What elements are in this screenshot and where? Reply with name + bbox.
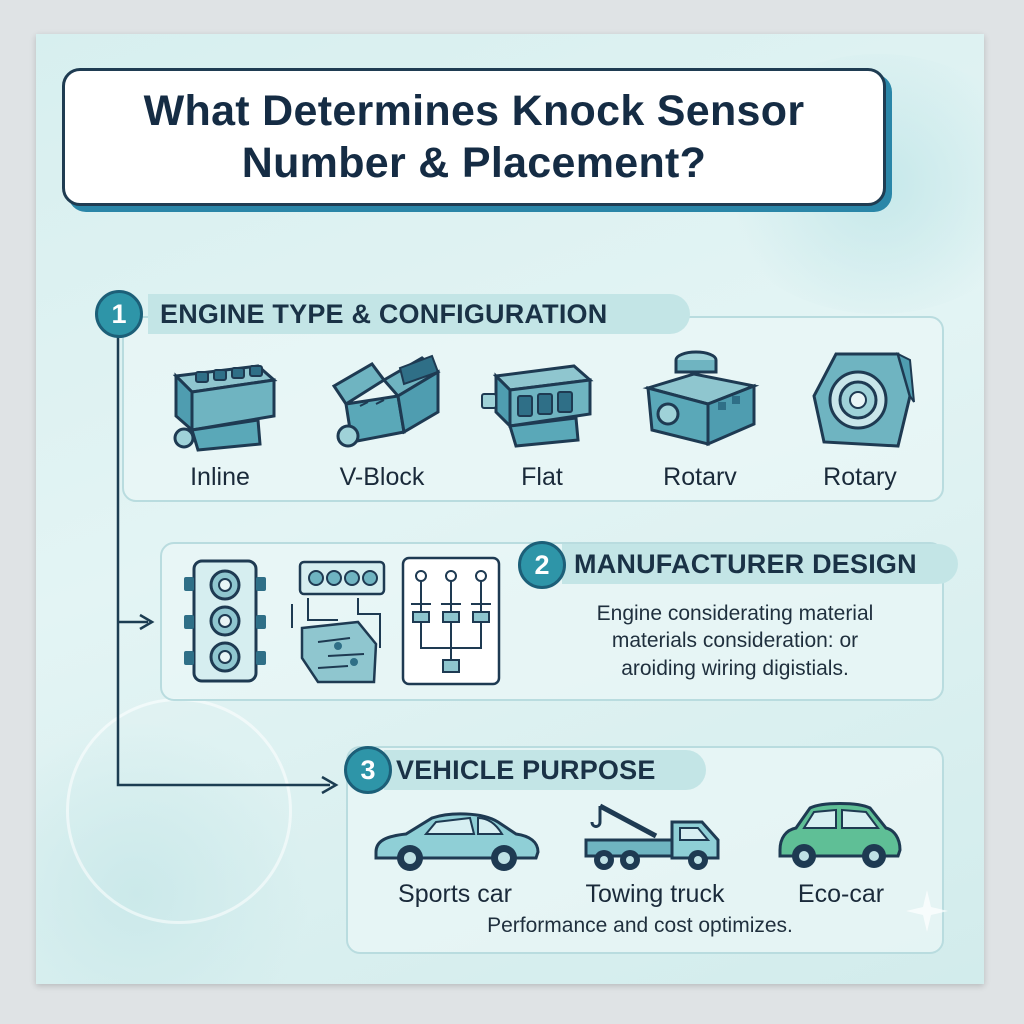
flat-engine-icon	[481, 364, 594, 448]
section2-description: Engine considerating material materials …	[540, 600, 930, 682]
engine-label-v-block: V-Block	[339, 463, 425, 491]
engine-label-inline: Inline	[190, 463, 250, 491]
section1-heading-text: ENGINE TYPE & CONFIGURATION	[160, 298, 608, 329]
section2-desc-line-3: aroiding wiring digistials.	[621, 656, 849, 680]
section2-desc-line-2: materials consideration: or	[611, 629, 859, 653]
vehicle-label-eco-car: Eco-car	[797, 880, 885, 908]
section2-badge: 2	[518, 541, 566, 589]
inline-engine-icon	[172, 364, 278, 452]
v-block-engine-icon	[331, 354, 441, 448]
sparkle-icon	[906, 890, 948, 932]
eco-car-icon	[778, 802, 902, 868]
title-line-1: What Determines Knock Sensor	[143, 86, 805, 135]
section2-heading-text: MANUFACTURER DESIGN	[574, 548, 917, 579]
section3-heading-text: VEHICLE PURPOSE	[396, 754, 656, 785]
wiring-layout-icon	[291, 560, 386, 684]
rotary-engine-icon	[642, 350, 760, 447]
section3-footer: Performance and cost optimizes.	[487, 914, 793, 937]
engine-block-diagram-icon	[184, 559, 266, 683]
section3-badge: 3	[344, 746, 392, 794]
tow-truck-icon	[584, 803, 720, 870]
section2-heading: MANUFACTURER DESIGN	[562, 544, 958, 584]
vehicle-label-sports-car: Sports car	[398, 880, 512, 908]
section1-heading: ENGINE TYPE & CONFIGURATION	[148, 294, 690, 334]
section3-heading: VEHICLE PURPOSE	[384, 750, 706, 790]
vehicle-label-towing-truck: Towing truck	[585, 880, 725, 908]
rotary-housing-icon	[812, 352, 915, 448]
engine-label-rotarv: Rotarv	[663, 463, 737, 491]
title-line-2: Number & Placement?	[241, 139, 707, 187]
engine-label-rotary: Rotary	[823, 463, 897, 491]
engine-label-flat: Flat	[521, 463, 563, 491]
title-card: What Determines Knock Sensor Number & Pl…	[62, 68, 886, 206]
sensor-circuit-icon	[401, 556, 501, 686]
section2-desc-line-1: Engine considerating material	[596, 602, 874, 625]
section1-badge: 1	[95, 290, 143, 338]
sports-car-icon	[374, 812, 540, 871]
